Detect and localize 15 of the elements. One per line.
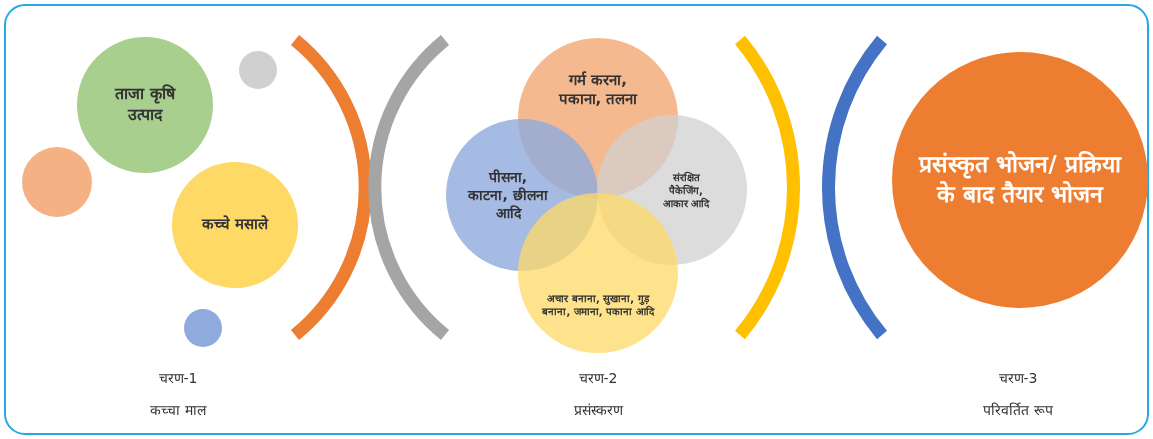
- circle-label: गर्म करना, पकाना, तलना: [557, 70, 639, 110]
- circle-label: ताजा कृषि उत्पाद: [113, 84, 177, 126]
- stage-number: चरण-1: [158, 369, 198, 387]
- circle-label: प्रसंस्कृत भोजन/ प्रक्रिया के बाद तैयार भोजन: [917, 150, 1123, 209]
- stage-number: चरण-2: [578, 369, 618, 387]
- circle: [184, 309, 222, 347]
- stage-name: परिवर्तित रूप: [983, 401, 1053, 419]
- stage-number: चरण-3: [998, 369, 1038, 387]
- circle-label: अचार बनाना, सुखाना, गुड़ बनाना, जमाना, पकाना आदि: [541, 292, 656, 318]
- circle-label: संरक्षित पैकेजिंग, आकार आदि: [661, 170, 711, 210]
- stage-name: कच्चा माल: [150, 401, 206, 419]
- stage-name: प्रसंस्करण: [573, 401, 623, 419]
- circle-label: पीसना, काटना, छीलना आदि: [468, 167, 548, 223]
- circle-label: कच्चे मसाले: [200, 215, 270, 235]
- circle: [239, 51, 277, 89]
